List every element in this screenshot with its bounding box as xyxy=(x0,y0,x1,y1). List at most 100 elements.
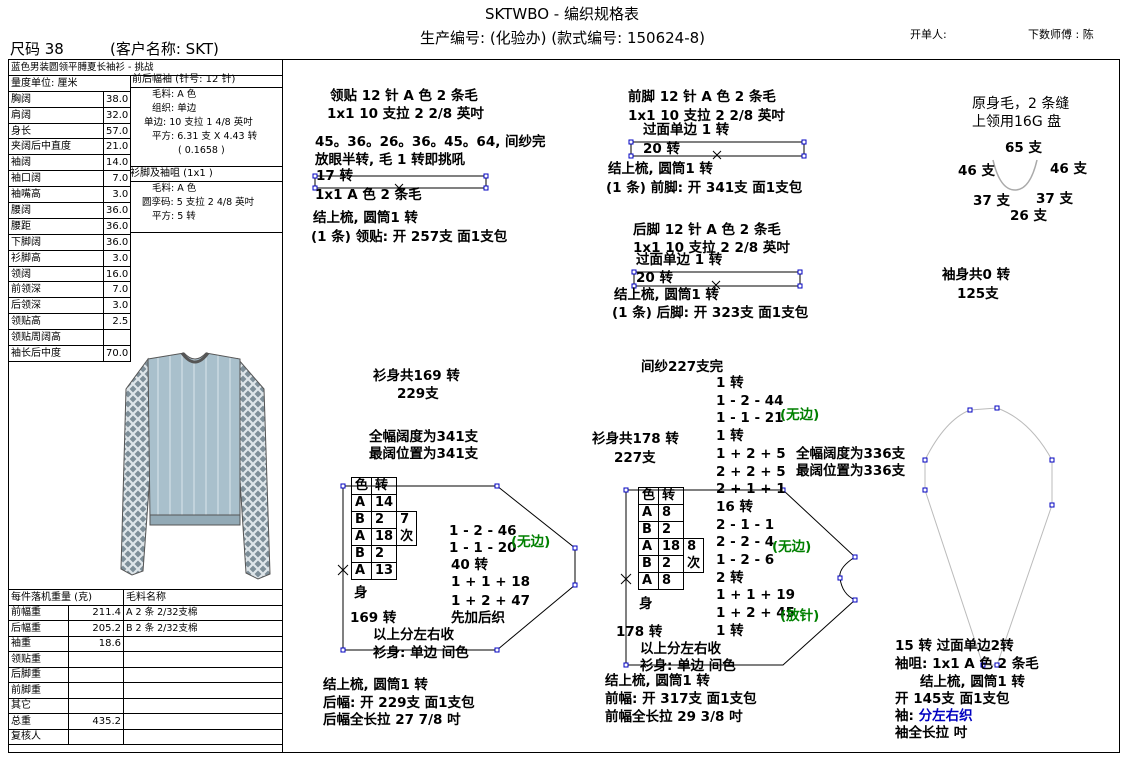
front-shape-step: 1 - 2 - 6 xyxy=(716,552,775,569)
collar-strip xyxy=(314,175,487,189)
neck-count: 37 支 xyxy=(973,193,1010,209)
back-hem-turns: 20 转 xyxy=(636,270,673,286)
front-shape-step: 1 转 xyxy=(716,428,744,445)
color-cell: B xyxy=(350,545,373,563)
panel-body-line: ( 0.1658 ) xyxy=(178,145,225,156)
garment-title: 蓝色男装圆领平膊夏长袖衫 - 挑战 xyxy=(8,59,283,76)
turns-cell: 18 xyxy=(371,528,398,546)
front-shape-step: 1 - 1 - 21 xyxy=(716,410,784,427)
front-shape-step: 1 转 xyxy=(716,375,744,391)
front-release-stitch: (放针) xyxy=(780,608,820,624)
front-body-note: 衫身: 单边 间色 xyxy=(640,658,736,674)
back-total-stitches: 229支 xyxy=(397,386,439,402)
back-full-width: 全幅阔度为341支 xyxy=(369,429,479,445)
color-cell: B xyxy=(637,555,660,573)
panel-hem-line: 毛料: A 色 xyxy=(152,183,197,194)
color-cell: A xyxy=(637,504,660,522)
front-waste-yarn: 间纱227支完 xyxy=(641,359,724,375)
sleeve-spec-3: 结上梳, 圆筒1 转 xyxy=(920,674,1025,690)
front-shape-step: 1 + 2 + 45 xyxy=(716,605,795,622)
neck-shape xyxy=(992,159,1038,191)
front-hem-spec-3: 过面单边 1 转 xyxy=(643,122,730,138)
turns-cell: 14 xyxy=(371,494,398,512)
back-body-label: 身 xyxy=(354,585,368,601)
front-shape-step: 16 转 xyxy=(716,498,753,515)
front-turns: 178 转 xyxy=(616,624,663,640)
weight-name: 复核人 xyxy=(8,728,69,745)
front-body-label: 身 xyxy=(639,596,653,612)
back-split-note: 以上分左右收 xyxy=(373,627,454,643)
repeat-count: 8 xyxy=(683,538,705,556)
turns-cell: 2 xyxy=(658,555,685,573)
back-hem-spec-3: 过面单边 1 转 xyxy=(636,252,723,268)
front-full-width: 全幅阔度为336支 xyxy=(796,446,906,462)
back-shape-step: 1 + 1 + 18 xyxy=(451,574,530,590)
knit-panel-body: 前后幅袖 (针号: 12 针) 毛料: A 色 组织: 单边 单边: 10 支拉… xyxy=(130,73,283,233)
customer-name: (客户名称: SKT) xyxy=(110,40,219,58)
front-no-edge-upper: (无边) xyxy=(780,407,820,423)
front-shape-step: 2 - 1 - 1 xyxy=(716,516,775,533)
front-shape-step: 2 + 2 + 5 xyxy=(716,463,786,480)
back-hem-spec-1: 后脚 12 针 A 色 2 条毛 xyxy=(633,222,781,238)
neck-count: 37 支 xyxy=(1036,191,1073,207)
back-shape-step: 先加后织 xyxy=(451,610,505,626)
sleeve-spec-1: 15 转 过面单边2转 xyxy=(895,638,1014,654)
front-no-edge-lower: (无边) xyxy=(772,539,812,555)
neck-count: 46 支 xyxy=(958,163,995,179)
sleeve-total-turns: 袖身共0 转 xyxy=(942,267,1011,283)
sweater-collar xyxy=(180,352,210,364)
repeat-unit: 次 xyxy=(683,555,705,573)
front-widest: 最阔位置为336支 xyxy=(796,463,906,479)
sweater-hem xyxy=(149,514,241,526)
sleeve-split-note: 分左右织 xyxy=(918,708,973,724)
collar-spec-4: 放眼半转, 毛 1 转即挑吼 xyxy=(315,152,466,168)
neck-count: 46 支 xyxy=(1050,161,1087,177)
collar-spec-2: 1x1 10 支拉 2 2/8 英吋 xyxy=(327,106,484,122)
collar-spec-6: 1x1 A 色 2 条毛 xyxy=(315,187,422,203)
measurement-value: 16.0 xyxy=(102,265,132,283)
sleeve-outline xyxy=(924,407,1053,666)
back-finish-3: 后幅全长拉 27 7/8 吋 xyxy=(323,712,461,728)
back-finish-1: 结上梳, 圆筒1 转 xyxy=(323,677,428,693)
back-hem-spec-6: (1 条) 后脚: 开 323支 面1支包 xyxy=(612,305,809,321)
back-hem-spec-2: 1x1 10 支拉 2 2/8 英吋 xyxy=(633,240,790,256)
front-shape-step: 2 转 xyxy=(716,569,744,586)
production-number: 生产编号: (化验办) (款式编号: 150624-8) xyxy=(420,29,706,47)
panel-body-line: 平方: 6.31 支 X 4.43 转 xyxy=(152,131,258,142)
back-body-note: 衫身: 单边 间色 xyxy=(373,645,469,661)
sleeve-total-stitches: 125支 xyxy=(957,286,999,302)
neck-note-1: 原身毛，2 条缝 xyxy=(972,96,1070,112)
sleeve-spec-5: 袖: 分左右织 xyxy=(895,707,973,725)
color-cell: A xyxy=(637,572,660,590)
front-shape-step: 2 - 2 - 4 xyxy=(716,534,775,551)
front-hem-spec-6: (1 条) 前脚: 开 341支 面1支包 xyxy=(606,180,803,196)
turns-header: 转 xyxy=(658,487,685,505)
weight-row: 复核人 xyxy=(8,728,283,745)
sleeve-cuff-spec: 袖咀: 1x1 A 色 2 条毛 xyxy=(895,656,1039,672)
back-shape-step: 40 转 xyxy=(451,557,488,573)
color-cell: B xyxy=(637,521,660,539)
back-shape-step: 1 - 2 - 46 xyxy=(449,523,517,539)
color-header: 色 xyxy=(637,487,660,505)
back-turns: 169 转 xyxy=(350,610,397,626)
sleeve-label: 袖: xyxy=(895,708,919,724)
color-cell: A xyxy=(350,494,373,512)
color-cell: A xyxy=(350,562,373,580)
panel-body-title: 前后幅袖 (针号: 12 针) xyxy=(130,73,283,88)
front-hem-spec-5: 结上梳, 圆筒1 转 xyxy=(608,161,713,177)
back-hem-spec-5: 结上梳, 圆筒1 转 xyxy=(614,287,719,303)
turns-cell: 18 xyxy=(658,538,685,556)
back-widest: 最阔位置为341支 xyxy=(369,446,479,462)
sleeve-length: 袖全长拉 吋 xyxy=(895,725,968,741)
back-total-turns: 衫身共169 转 xyxy=(373,368,460,384)
